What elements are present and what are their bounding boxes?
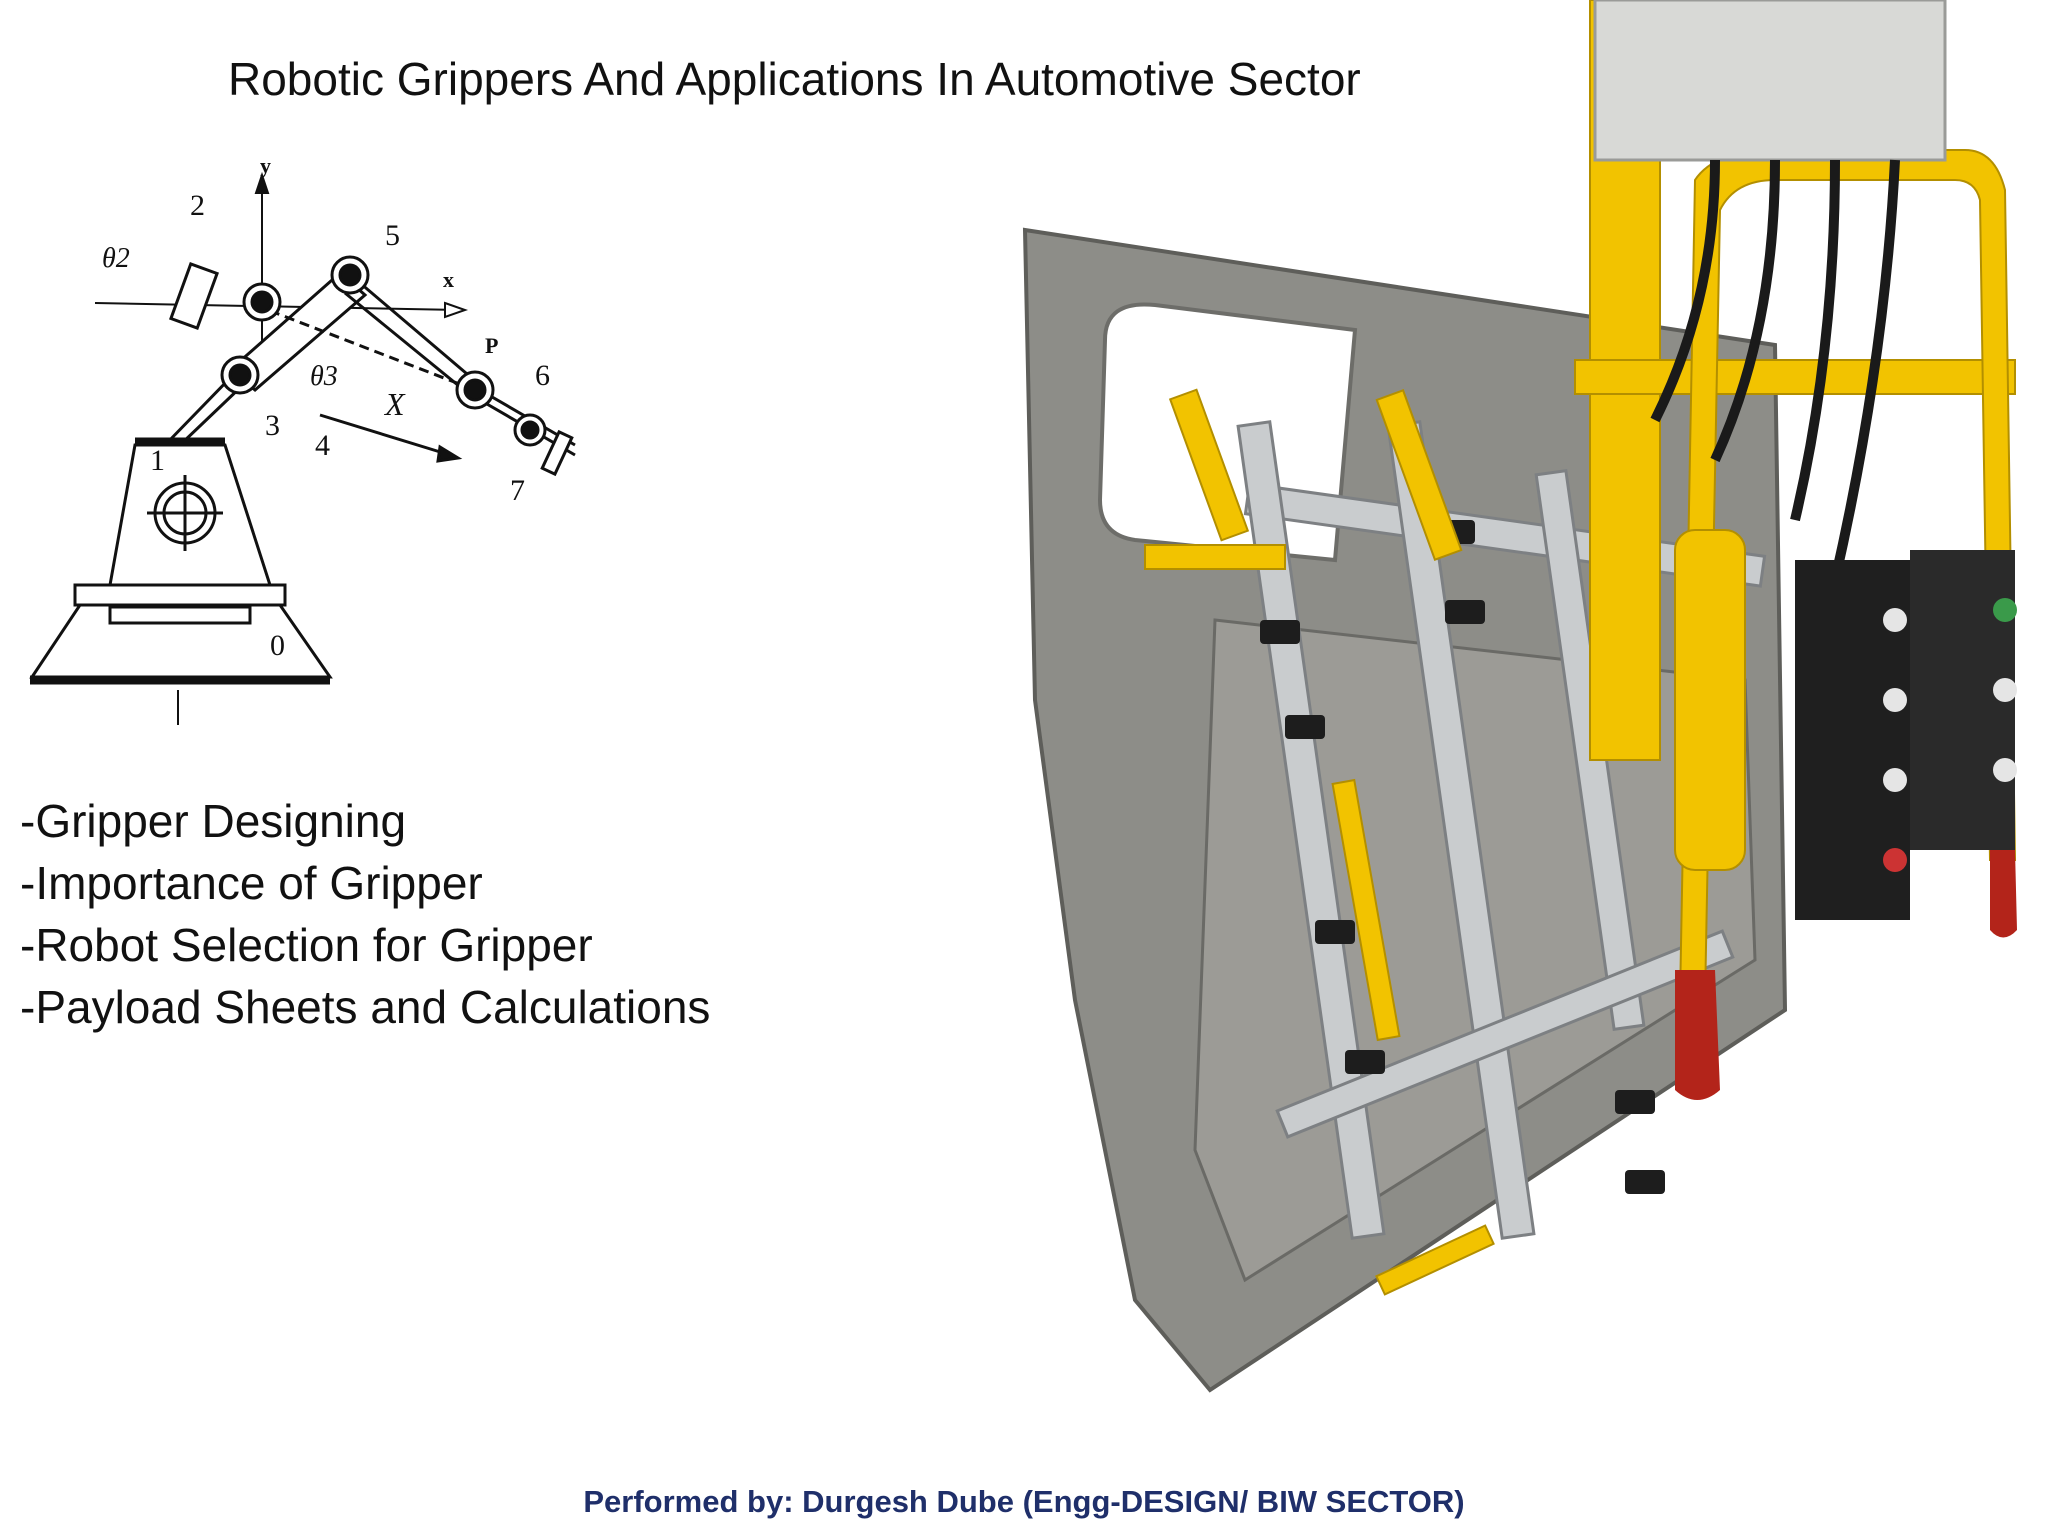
label-distance-x: X [383, 386, 406, 422]
label-link-7: 7 [510, 474, 525, 507]
label-link-6: 6 [535, 359, 550, 392]
valve-control-box [1593, 0, 1947, 162]
label-axis-y: y [260, 153, 271, 178]
robot-arm-diagram: y x θ2 θ3 P X 0 1 2 3 4 5 6 7 [20, 145, 600, 725]
gripper-photo [1015, 0, 2048, 1400]
pneumatic-hoses [1650, 159, 1900, 582]
gripper-illustration [1022, 0, 2017, 1393]
topic-item: -Gripper Designing [20, 795, 407, 847]
robot-arm-diagram-svg: y x θ2 θ3 P X 0 1 2 3 4 5 6 7 [29, 153, 576, 725]
footer-credit: Performed by: Durgesh Dube (Engg-DESIGN/… [583, 1484, 1465, 1519]
switch-boxes [1795, 550, 2017, 920]
label-theta3: θ3 [310, 361, 338, 392]
robot-links [163, 262, 576, 477]
coordinate-axes [94, 171, 469, 345]
label-link-1: 1 [150, 444, 165, 477]
topic-item: -Robot Selection for Gripper [20, 919, 593, 971]
label-link-0: 0 [270, 629, 285, 662]
robot-joints [220, 255, 547, 447]
label-point-p: P [485, 333, 498, 358]
label-link-5: 5 [385, 219, 400, 252]
label-link-2: 2 [190, 189, 205, 222]
label-link-3: 3 [265, 409, 280, 442]
label-link-4: 4 [315, 429, 330, 462]
topic-item: -Payload Sheets and Calculations [20, 981, 711, 1033]
topic-item: -Importance of Gripper [20, 857, 483, 909]
label-axis-x: x [443, 267, 454, 292]
handle-end-caps [1675, 850, 2017, 1100]
slide-title: Robotic Grippers And Applications In Aut… [228, 53, 1361, 105]
topic-list: -Gripper Designing -Importance of Grippe… [20, 790, 710, 1038]
robot-base [29, 437, 333, 725]
label-theta2: θ2 [102, 243, 130, 274]
